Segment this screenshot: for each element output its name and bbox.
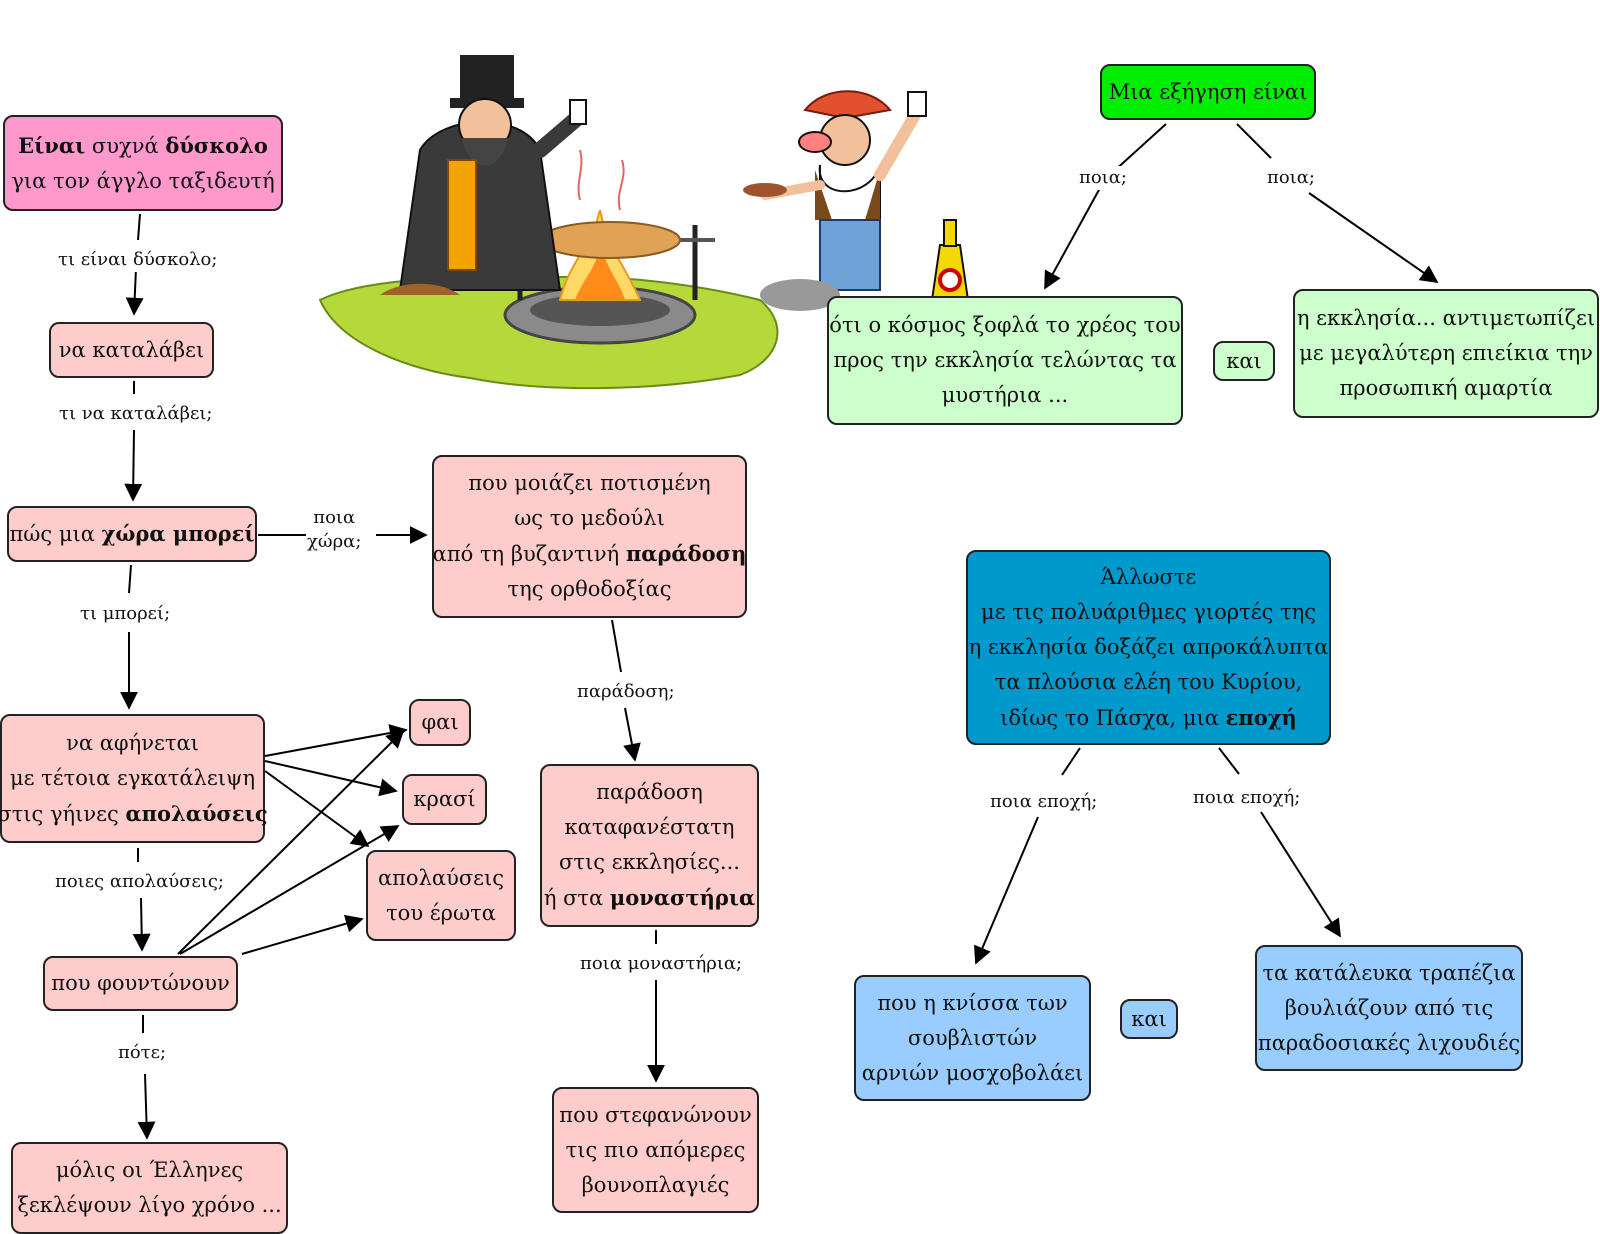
text-line: τα πλούσια ελέη του Κυρίου,	[994, 669, 1303, 694]
text-line: στις γήινες απολαύσεις	[0, 800, 268, 826]
text-line: παράδοση	[596, 780, 703, 804]
text-line: με τις πολυάριθμες γιορτές της	[980, 599, 1317, 624]
label-what-difficult: τι είναι δύσκολο;	[58, 248, 218, 272]
node-country[interactable]: πώς μια χώρα μπορεί	[7, 506, 257, 562]
text-line: βουλιάζουν από τις	[1284, 995, 1494, 1020]
text-line: καταφανέστατη	[564, 815, 735, 839]
node-intro[interactable]: Είναι συχνά δύσκολο για τον άγγλο ταξιδευ…	[3, 115, 283, 211]
label-which-season-2: ποια εποχή;	[1193, 786, 1301, 810]
text-line: η εκκλησία... αντιμετωπίζει	[1296, 306, 1596, 330]
node-wine[interactable]: κρασί	[402, 774, 487, 825]
text-line: ποια μοναστήρια;	[580, 953, 743, 974]
node-besides[interactable]: Άλλωστε με τις πολυάριθμες γιορτές της η ε…	[966, 550, 1331, 745]
text-line: από τη βυζαντινή παράδοση	[432, 541, 747, 566]
node-soaked[interactable]: που μοιάζει ποτισμένη ως το μεδούλι από τη…	[432, 455, 747, 618]
node-explanation[interactable]: Μια εξήγηση είναι	[1100, 64, 1316, 120]
text-line: ποιες απολαύσεις;	[55, 871, 224, 892]
label-what-can: τι μπορεί;	[80, 602, 171, 626]
text-line: ότι ο κόσμος ξοφλά το χρέος του	[829, 313, 1181, 337]
label-what-understand: τι να καταλάβει;	[59, 402, 213, 426]
label-which-season-1: ποια εποχή;	[990, 790, 1098, 814]
text-line: βουνοπλαγιές	[581, 1172, 730, 1197]
node-abandon[interactable]: να αφήνεται με τέτοια εγκατάλειψη στις γήι…	[0, 714, 268, 843]
text-line: που στεφανώνουν	[559, 1102, 752, 1127]
text-line: τι να καταλάβει;	[59, 403, 213, 424]
text-line: να αφήνεται	[66, 730, 199, 755]
text-line: χώρα;	[307, 531, 362, 552]
text-line: πώς μια χώρα μπορεί	[9, 521, 255, 546]
text-line: ποια;	[1267, 167, 1315, 188]
label-which-pleasures: ποιες απολαύσεις;	[55, 870, 224, 894]
node-tables[interactable]: τα κατάλευκα τραπέζια βουλιάζουν από τις π…	[1255, 945, 1523, 1071]
text-line: ως το μεδούλι	[514, 506, 665, 530]
text-line: ποια εποχή;	[990, 791, 1098, 812]
text-line: απολαύσεις	[377, 865, 505, 890]
text-line: αρνιών μοσχοβολάει	[861, 1060, 1084, 1085]
node-food[interactable]: φαι	[409, 699, 471, 746]
node-and-2[interactable]: και	[1120, 999, 1178, 1039]
text-line: φαι	[421, 710, 459, 734]
node-and-1[interactable]: και	[1213, 341, 1275, 381]
text-line: παράδοση;	[577, 681, 675, 702]
text-line: ιδίως το Πάσχα, μια εποχή	[1000, 704, 1297, 730]
label-when: πότε;	[118, 1041, 167, 1065]
text-line: μόλις οι Έλληνες	[55, 1158, 244, 1182]
text-line: με μεγαλύτερη επιείκια την	[1299, 341, 1593, 365]
text-line: με τέτοια εγκατάλειψη	[9, 765, 256, 790]
node-tradition[interactable]: παράδοση καταφανέστατη στις εκκλησίες... ή …	[540, 764, 759, 927]
label-which-country: ποια χώρα;	[307, 506, 362, 554]
label-which-2: ποια;	[1267, 166, 1315, 190]
text-line: του έρωτα	[386, 900, 496, 925]
node-crown[interactable]: που στεφανώνουν τις πιο απόμερες βουνοπλαγ…	[552, 1087, 759, 1213]
text-line: παραδοσιακές λιχουδιές	[1257, 1030, 1521, 1055]
text-line: για τον άγγλο ταξιδευτή	[11, 168, 275, 193]
text-line: στις εκκλησίες...	[559, 850, 740, 874]
text-line: που η κνίσσα των	[877, 990, 1068, 1015]
node-understand[interactable]: να καταλάβει	[49, 322, 214, 378]
text-line: πότε;	[118, 1042, 167, 1063]
text-line: ποια	[313, 507, 356, 528]
text-line: της ορθοδοξίας	[507, 577, 672, 601]
text-line: Άλλωστε	[1100, 564, 1197, 589]
node-debt[interactable]: ότι ο κόσμος ξοφλά το χρέος του προς την …	[827, 296, 1183, 425]
text-line: Είναι συχνά δύσκολο	[18, 132, 268, 158]
node-love[interactable]: απολαύσεις του έρωτα	[366, 850, 516, 941]
text-line: τι μπορεί;	[80, 603, 171, 624]
text-line: Μια εξήγηση είναι	[1108, 79, 1308, 104]
text-line: προσωπική αμαρτία	[1339, 376, 1553, 400]
text-line: και	[1131, 1006, 1167, 1031]
text-line: κρασί	[413, 787, 476, 811]
text-line: ξεκλέψουν λίγο χρόνο ...	[17, 1193, 282, 1217]
text-line: και	[1226, 348, 1262, 373]
text-line: η εκκλησία δοξάζει απροκάλυπτα	[968, 634, 1329, 659]
label-tradition-q: παράδοση;	[577, 680, 675, 704]
text-line: τα κατάλευκα τραπέζια	[1262, 960, 1516, 985]
text-line: να καταλάβει	[58, 337, 205, 362]
label-which-monasteries: ποια μοναστήρια;	[580, 952, 743, 976]
text-line: τι είναι δύσκολο;	[58, 249, 218, 270]
text-line: που μοιάζει ποτισμένη	[468, 471, 711, 495]
label-which-1: ποια;	[1079, 166, 1127, 190]
text-line: ποια εποχή;	[1193, 787, 1301, 808]
node-greeks[interactable]: μόλις οι Έλληνες ξεκλέψουν λίγο χρόνο ...	[11, 1142, 288, 1234]
text-line: τις πιο απόμερες	[565, 1137, 746, 1162]
text-line: που φουντώνουν	[51, 971, 230, 995]
node-smell[interactable]: που η κνίσσα των σουβλιστών αρνιών μοσχοβο…	[854, 975, 1091, 1101]
text-line: ή στα μοναστήρια	[543, 885, 756, 910]
priest-cowboy-illustration	[318, 55, 970, 390]
text-line: προς την εκκλησία τελώντας τα	[833, 348, 1177, 372]
text-line: σουβλιστών	[907, 1025, 1038, 1050]
text-line: μυστήρια ...	[941, 383, 1069, 407]
node-leniency[interactable]: η εκκλησία... αντιμετωπίζει με μεγαλύτερη…	[1293, 289, 1599, 418]
node-flourish[interactable]: που φουντώνουν	[43, 956, 238, 1011]
text-line: ποια;	[1079, 167, 1127, 188]
